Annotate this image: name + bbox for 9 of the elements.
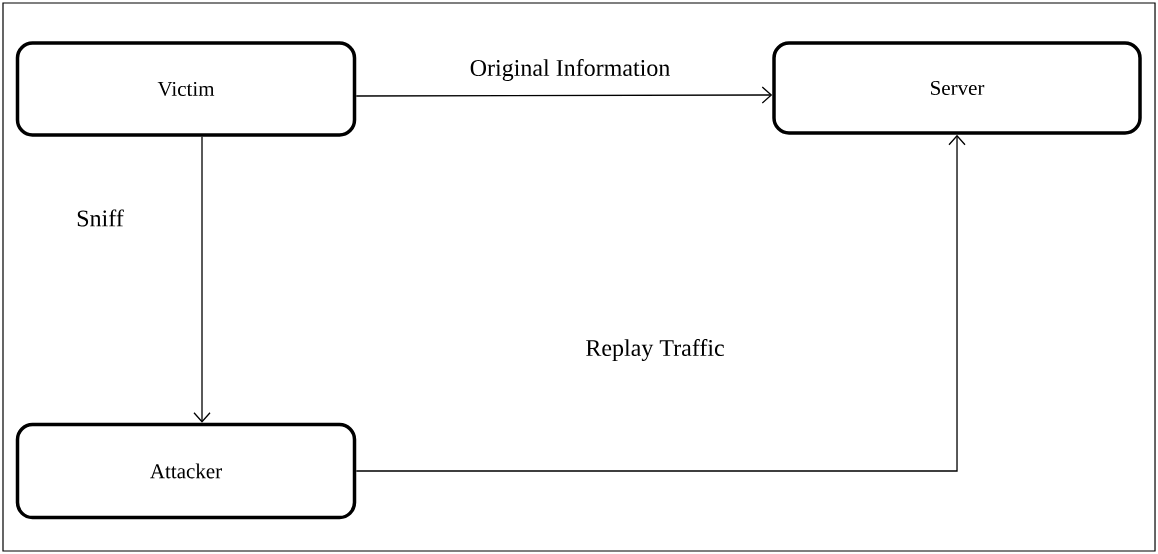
edge-label: Sniff bbox=[77, 209, 124, 227]
edge-label: Original Information bbox=[470, 58, 670, 82]
arrow bbox=[355, 86, 773, 104]
process-box: Attacker bbox=[15, 422, 357, 520]
process-box: Victim bbox=[15, 41, 357, 137]
arrow bbox=[193, 136, 211, 423]
edge-label: Replay Traffic bbox=[586, 338, 724, 362]
process-box: Server bbox=[772, 41, 1142, 135]
arrow bbox=[355, 134, 966, 472]
